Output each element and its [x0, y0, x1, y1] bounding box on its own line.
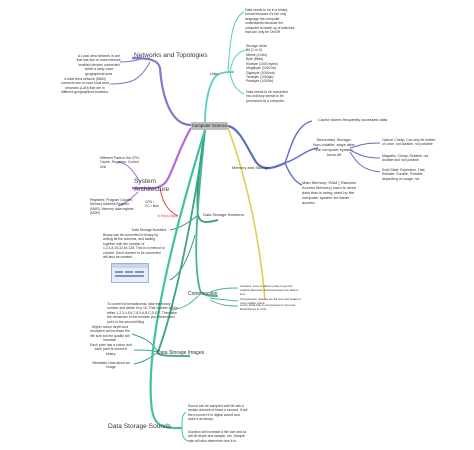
system-registers: Registers: Program Counter, Memory Addre…: [90, 198, 134, 216]
images-resolution: Higher colour depth and resolution will …: [90, 325, 130, 343]
memory-secondary: Secondary Storage: Non-volatile, stays a…: [313, 137, 355, 157]
binary-table-cell: [135, 271, 144, 273]
networks-lan-text: A Local area Network is one that has two…: [76, 54, 122, 76]
branch-memory-optical: [349, 142, 381, 149]
branch-compression-hex: [171, 295, 199, 311]
branch-images-resolution: [131, 333, 159, 353]
storage-unit-item: Petabyte (1000tb): [246, 79, 273, 84]
sounds-sampling: Sound can be sampled with bit rate a cer…: [188, 404, 248, 422]
branch-networks: [131, 56, 192, 127]
branch-memory-cache: [284, 120, 313, 164]
branch-numbers-heading: [169, 214, 199, 231]
memory-title[interactable]: Memory and Storage: [232, 165, 270, 170]
branch-system: [131, 127, 192, 190]
storage-unit-item: Nibble (4 bits): [246, 52, 267, 57]
numbers-heading: Data Storage Numbers: [131, 228, 167, 232]
compression-lossless: Lossless: Loss of data is pretty to get …: [240, 284, 299, 296]
branch-compression-note: [209, 299, 239, 307]
binary-table-header: [112, 264, 148, 268]
storage-unit-item: Storage Units:: [246, 44, 268, 48]
images-metadata: Metadata: Data about an image: [92, 361, 130, 370]
branch-networks-lan: [119, 57, 151, 63]
memory-cache: Cache stores frequently accessed data: [318, 117, 388, 122]
branch-sounds-duration: [181, 427, 189, 442]
units-binary-note: Data needs to be converted into ordinary…: [246, 90, 288, 103]
numbers-title[interactable]: Data Storage Numbers: [203, 212, 244, 217]
branch-numbers-hex: [169, 234, 196, 281]
storage-unit-item: Megabyte (1000 kb): [246, 66, 277, 71]
branch-images: [157, 129, 206, 357]
branch-sounds: [149, 129, 207, 430]
binary-table-cell: [125, 271, 133, 273]
binary-table-cell: [115, 271, 123, 273]
memory-optical: Optical: Cheap, Can only be written on o…: [382, 138, 436, 147]
compression-note: Lossy: Data that is compressed is remove…: [240, 303, 297, 311]
system-parts: Different Parts in the CPU: Cache, Regis…: [100, 156, 140, 169]
numbers-text: Binary can be converted to binary by wri…: [103, 233, 165, 260]
branch-memory-magnetic: [349, 149, 381, 159]
branch-networks-wan: [109, 61, 151, 85]
storage-unit-item: Bit (1 or 0): [246, 48, 262, 53]
numbers-hex: To convert to hexadecimal, take the bina…: [107, 302, 179, 324]
branch-memory-solid: [349, 151, 381, 173]
branch-system-parts: [117, 161, 141, 183]
units-label[interactable]: Units: [210, 72, 218, 76]
branch-units-note: [229, 71, 245, 95]
branch-images-metadata: [133, 351, 159, 365]
binary-table-image: [111, 263, 149, 283]
branch-system-red: [159, 187, 179, 217]
sounds-title[interactable]: Data Storage Sounds: [108, 423, 172, 430]
networks-wan-text: A wide area network (WAN) connects two o…: [60, 77, 110, 95]
branch-sounds-sampling: [181, 411, 187, 429]
storage-unit-item: Byte (8bits): [246, 57, 264, 62]
branch-storage-connector: [227, 127, 266, 301]
compression-title[interactable]: Compression: [188, 291, 218, 297]
units-data-bits: Data needs to be in a binary format beca…: [245, 8, 295, 35]
branch-units: [204, 71, 235, 123]
memory-magnetic: Magnetic: Cheap, Reliable, not durable a…: [382, 154, 429, 163]
system-extra: in Extra (digit): [157, 214, 178, 218]
root-node[interactable]: Computer Science: [191, 122, 228, 130]
branch-units-top: [227, 11, 245, 73]
branch-compression-lossy: [209, 297, 239, 302]
storage-unit-item: Kilobyte (1000 bytes): [246, 61, 278, 66]
branch-units-storage: [229, 49, 247, 73]
units-storage-list: Storage Units: Bit (1 or 0) Nibble (4 bi…: [246, 44, 278, 84]
branch-compression-lossless: [209, 287, 239, 293]
images-title[interactable]: Data Storage Images: [157, 350, 205, 356]
system-spec: CPU / CC / Bus: [145, 200, 159, 209]
memory-solid: Solid State: Expensive, Fast, Reliable, …: [382, 168, 426, 181]
compression-lossy: Compression reduces the file size and ma…: [240, 297, 301, 305]
networks-title[interactable]: Networks and Topologies: [134, 52, 208, 59]
branch-system-registers: [117, 191, 139, 207]
branch-memory-main: [284, 162, 303, 186]
storage-unit-item: Gigabyte (1000mb): [246, 70, 276, 75]
images-pixel: Each pixel has a colour and each pixel i…: [90, 343, 132, 356]
system-title[interactable]: System Architecture: [134, 178, 170, 193]
branch-memory-secondary: [284, 147, 319, 164]
binary-table-cell: [115, 275, 144, 277]
branch-compression: [195, 129, 219, 297]
sounds-duration: Duration will increase a file size and s…: [188, 430, 247, 443]
storage-unit-item: Terabyte (1000gb): [246, 74, 274, 79]
memory-main: Main Memory: RAM ( Random Access Memory)…: [302, 180, 357, 205]
branch-images-pixel: [133, 349, 159, 353]
branch-memory: [227, 124, 286, 170]
